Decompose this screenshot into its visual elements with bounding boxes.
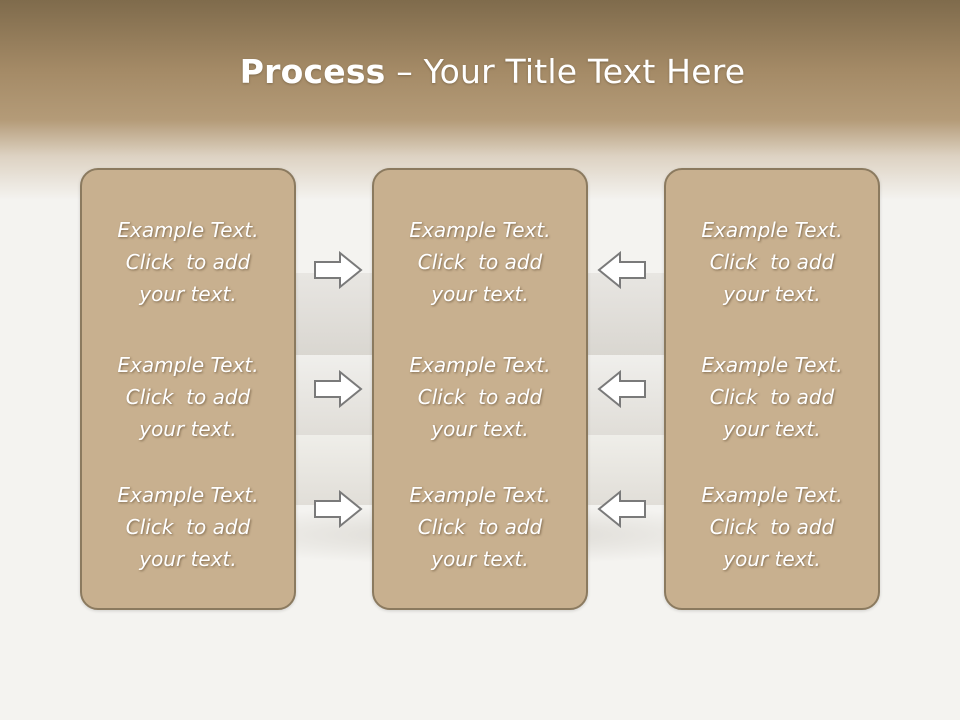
arrow-left-icon bbox=[597, 370, 646, 408]
title-rest: – Your Title Text Here bbox=[385, 52, 746, 91]
center-column-box[interactable]: Example Text. Click to add your text. Ex… bbox=[372, 168, 588, 610]
left-item-2[interactable]: Example Text. Click to add your text. bbox=[117, 353, 259, 441]
right-item-2[interactable]: Example Text. Click to add your text. bbox=[701, 353, 843, 441]
left-item-1[interactable]: Example Text. Click to add your text. bbox=[117, 218, 259, 306]
title-bold: Process bbox=[239, 52, 386, 91]
arrow-left-icon bbox=[597, 251, 646, 289]
center-item-3[interactable]: Example Text. Click to add your text. bbox=[409, 483, 551, 571]
left-column-box[interactable]: Example Text. Click to add your text. Ex… bbox=[80, 168, 296, 610]
arrow-right-icon bbox=[314, 251, 363, 289]
arrow-right-icon bbox=[314, 490, 363, 528]
center-item-2[interactable]: Example Text. Click to add your text. bbox=[409, 353, 551, 441]
header-background bbox=[0, 0, 960, 200]
slide-title[interactable]: Process – Your Title Text Here bbox=[0, 52, 960, 91]
arrow-left-icon bbox=[597, 490, 646, 528]
center-item-1[interactable]: Example Text. Click to add your text. bbox=[409, 218, 551, 306]
left-item-3[interactable]: Example Text. Click to add your text. bbox=[117, 483, 259, 571]
right-item-3[interactable]: Example Text. Click to add your text. bbox=[701, 483, 843, 571]
right-item-1[interactable]: Example Text. Click to add your text. bbox=[701, 218, 843, 306]
arrow-right-icon bbox=[314, 370, 363, 408]
right-column-box[interactable]: Example Text. Click to add your text. Ex… bbox=[664, 168, 880, 610]
